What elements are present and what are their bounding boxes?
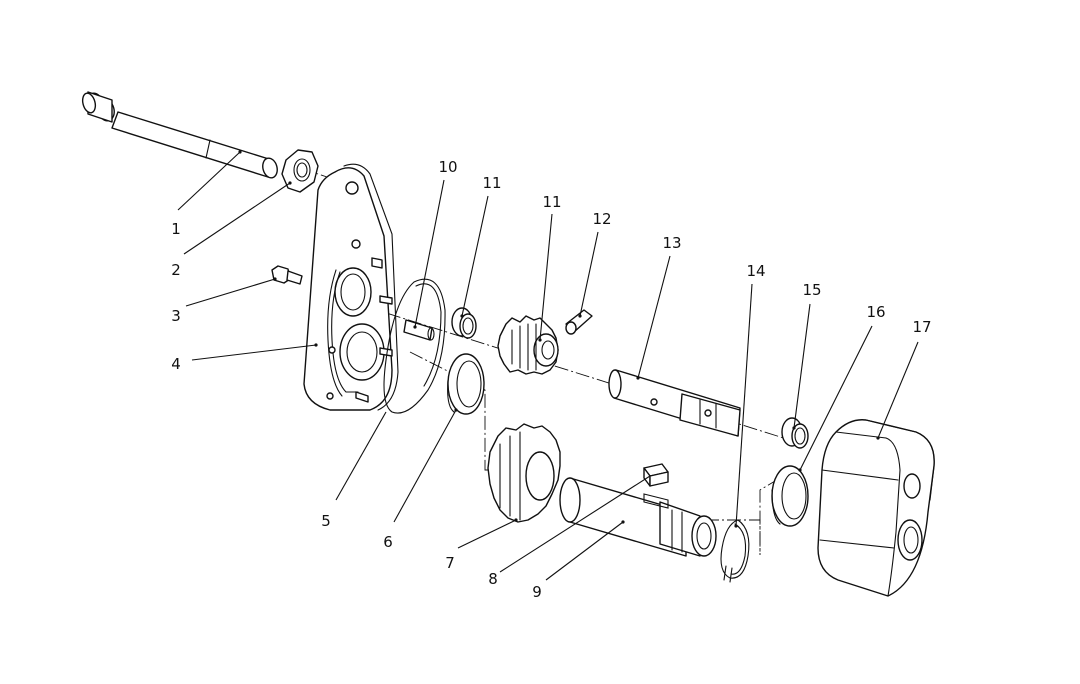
- callout-labels: 1 2 3 4 5 6 7 8 9 10 11 11 12 13 14 15 1…: [171, 158, 931, 601]
- part-12-small-gear: [497, 315, 559, 375]
- callout-17: 17: [912, 318, 931, 336]
- part-1-pin-shaft: [81, 91, 278, 179]
- part-13-set-screw: [565, 309, 593, 335]
- part-11-bushing-right: [781, 417, 809, 449]
- callout-13: 12: [592, 210, 611, 228]
- part-4-swing-plate: [303, 163, 399, 411]
- part-2-hex-nut: [281, 149, 319, 193]
- part-17-housing-block: [817, 419, 935, 597]
- part-5-loop-cord: [383, 278, 446, 414]
- callout-2: 2: [171, 261, 181, 279]
- callout-11-left: 11: [482, 174, 501, 192]
- callout-11-right: 15: [802, 281, 821, 299]
- callout-4: 4: [171, 355, 181, 373]
- callout-12: 11: [542, 193, 561, 211]
- part-16-bearing-ring: [771, 465, 809, 527]
- part-6-bearing-ring: [447, 353, 485, 415]
- callout-10: 10: [438, 158, 457, 176]
- part-14-drive-shaft: [608, 369, 741, 437]
- part-15-retaining-ring: [720, 519, 750, 583]
- callout-9: 9: [532, 583, 542, 601]
- callout-15: 14: [746, 262, 765, 280]
- callout-5: 5: [321, 512, 331, 530]
- callout-3: 3: [171, 307, 181, 325]
- leader-lines: [177, 151, 919, 581]
- callout-8: 8: [488, 570, 498, 588]
- part-11-bushing-left: [451, 307, 477, 339]
- callout-6: 6: [383, 533, 393, 551]
- part-8-key: [643, 463, 669, 487]
- part-3-cap-screw: [271, 265, 303, 285]
- part-9-output-shaft: [559, 477, 717, 557]
- callout-1: 1: [171, 220, 181, 238]
- callout-7: 7: [445, 554, 455, 572]
- callout-14: 13: [662, 234, 681, 252]
- part-10-dowel-pin: [403, 319, 435, 341]
- part-7-large-gear: [487, 423, 561, 523]
- callout-16: 16: [866, 303, 885, 321]
